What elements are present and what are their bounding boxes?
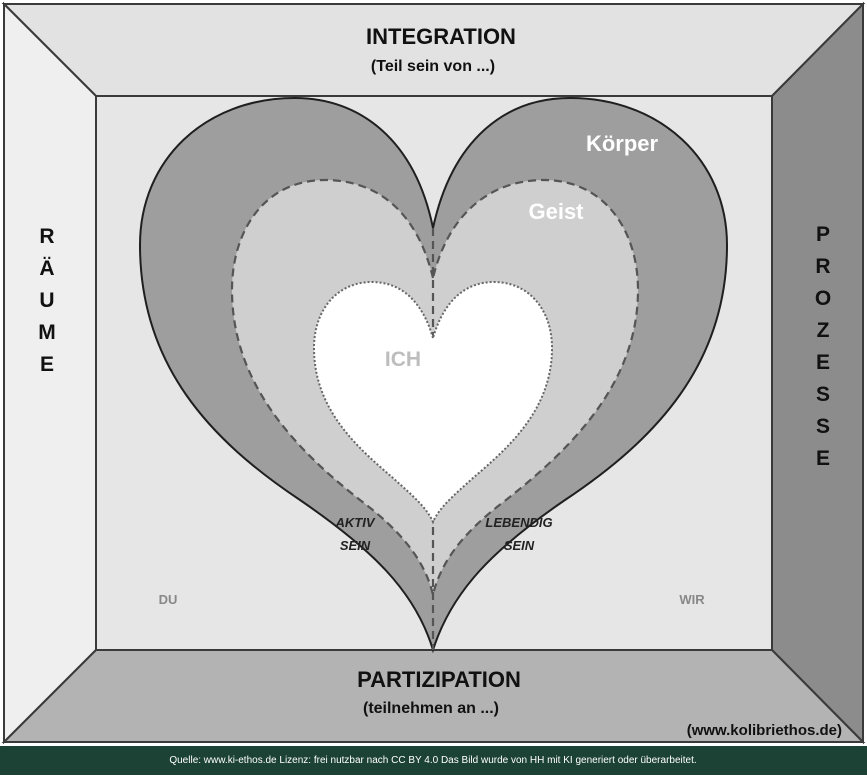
heart-layers	[138, 96, 729, 654]
right-letter: R	[815, 255, 830, 278]
participation-title: PARTIZIPATION	[357, 667, 521, 692]
right-letter: S	[816, 415, 830, 438]
right-letter: E	[816, 447, 830, 470]
right-letter: S	[816, 383, 830, 406]
left-letter: R	[39, 225, 54, 248]
left-vertical-label: R Ä U M E	[38, 225, 56, 376]
frame-top-panel	[1, 3, 866, 97]
layer-label-body: Körper	[586, 131, 659, 156]
heart-inner-self	[312, 280, 554, 525]
website-label: (www.kolibriethos.de)	[687, 722, 842, 739]
left-letter: M	[38, 321, 56, 344]
right-tag-line2: SEIN	[504, 538, 535, 553]
left-letter: U	[39, 289, 54, 312]
footer-license-text: Quelle: www.ki-ethos.de Lizenz: frei nut…	[169, 755, 696, 766]
right-tag-line1: LEBENDIG	[485, 515, 552, 530]
layer-label-self: ICH	[385, 348, 421, 371]
integration-subtitle: (Teil sein von ...)	[371, 58, 495, 75]
integration-title: INTEGRATION	[366, 24, 516, 49]
footer-bar	[0, 746, 867, 775]
left-tag-line2: SEIN	[340, 538, 371, 553]
right-letter: P	[816, 223, 830, 246]
layer-label-mind: Geist	[528, 199, 584, 224]
right-letter: Z	[817, 319, 830, 342]
participation-subtitle: (teilnehmen an ...)	[363, 700, 499, 717]
right-vertical-label: P R O Z E S S E	[815, 223, 831, 470]
right-letter: E	[816, 351, 830, 374]
corner-label-wir: WIR	[679, 592, 705, 607]
left-letter: E	[40, 353, 54, 376]
left-letter: Ä	[39, 257, 54, 280]
left-tag-line1: AKTIV	[335, 515, 376, 530]
right-letter: O	[815, 287, 831, 310]
corner-label-du: DU	[159, 592, 178, 607]
